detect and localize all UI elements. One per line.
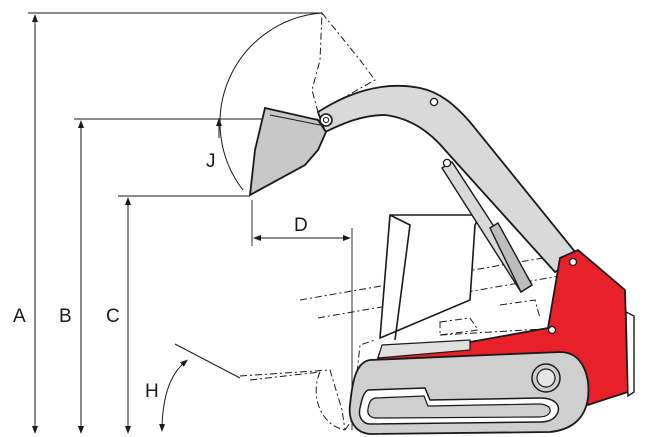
label-h: H [145,381,159,402]
label-b: B [59,306,72,327]
label-c: C [106,306,120,327]
body-pin-top [568,257,578,267]
arm-pin-cylinder [442,158,452,168]
label-d: D [294,215,308,236]
bucket-raised [248,106,328,197]
machine-body-side-panel [625,310,635,398]
undercarriage-frame [377,339,471,359]
cab [379,214,482,341]
track-sprocket-hub [536,368,556,388]
lift-cylinder [441,161,533,294]
label-j: J [206,151,216,172]
angle-arc-h [159,359,189,432]
label-a: A [13,306,26,327]
bucket-floor-angle-line [174,343,241,379]
angle-arc-j [219,12,323,191]
dimension-arrows [32,14,351,434]
body-pin-lower [547,325,557,335]
track [348,351,590,435]
arm-pivot-front-inner [322,116,330,124]
bucket-inner-edge [269,114,321,126]
arm-pin-top [429,97,439,107]
